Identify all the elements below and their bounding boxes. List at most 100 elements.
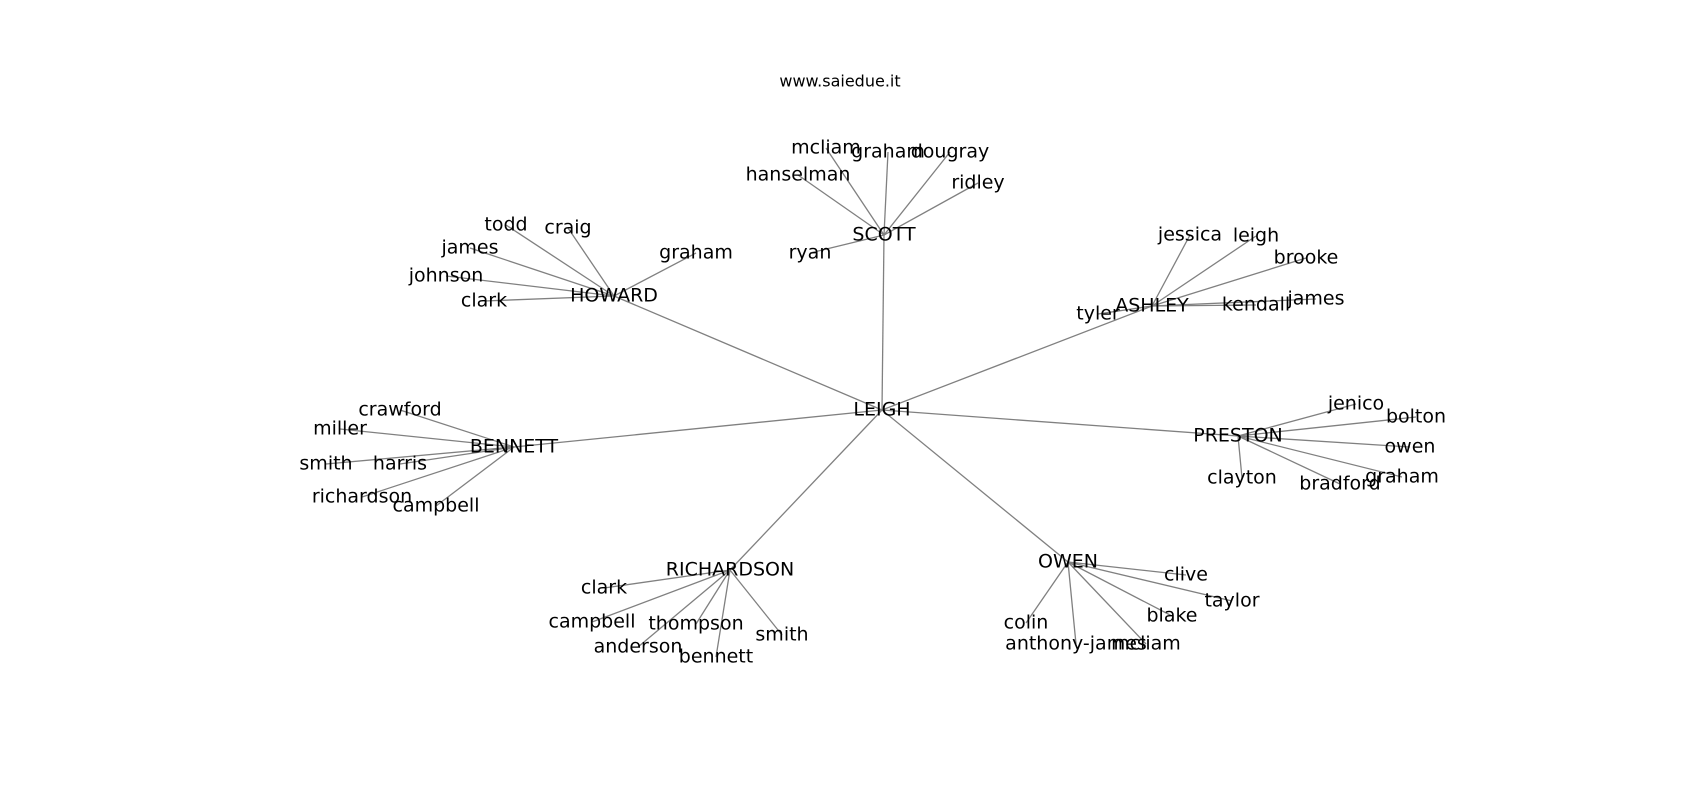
edge-richardson-anderson: [637, 569, 731, 648]
edge-owen-clive: [1067, 561, 1187, 576]
node-leaf-bennett-smith: smith: [299, 453, 352, 475]
node-leaf-bennett-crawford: crawford: [358, 399, 441, 421]
edge-bennett-crawford: [399, 409, 515, 448]
node-group-owen: OWEN: [1038, 551, 1098, 573]
edge-scott-ridley: [883, 182, 979, 236]
node-leaf-ashley-leigh: leigh: [1233, 225, 1279, 247]
node-leaf-richardson-anderson: anderson: [594, 636, 683, 658]
edge-owen-blake: [1067, 561, 1173, 617]
node-leaf-bennett-campbell: campbell: [393, 495, 480, 517]
edge-howard-johnson: [445, 275, 615, 297]
node-leaf-howard-craig: craig: [544, 217, 591, 239]
edge-root-scott: [881, 234, 885, 411]
edge-preston-owen: [1237, 435, 1411, 448]
node-leaf-scott-dougray: dougray: [911, 141, 990, 163]
edge-root-owen: [881, 409, 1069, 563]
node-root: LEIGH: [853, 399, 910, 421]
node-leaf-preston-bradford: bradford: [1299, 473, 1380, 495]
node-leaf-scott-ryan: ryan: [789, 242, 832, 264]
node-leaf-scott-mcliam: mcliam: [791, 137, 861, 159]
edge-owen-anthony-james: [1067, 561, 1077, 645]
node-leaf-preston-jenico: jenico: [1327, 393, 1384, 415]
edge-preston-graham: [1237, 435, 1403, 478]
node-leaf-howard-johnson: johnson: [408, 265, 484, 287]
edge-richardson-thompson: [695, 569, 731, 625]
edge-ashley-leigh: [1151, 235, 1257, 307]
node-leaf-richardson-campbell: campbell: [549, 611, 636, 633]
edge-ashley-kendall: [1151, 304, 1257, 307]
edge-howard-james: [469, 247, 615, 297]
edge-owen-mcliam: [1067, 561, 1147, 645]
edge-bennett-campbell: [435, 446, 515, 507]
node-leaf-bennett-miller: miller: [313, 418, 367, 440]
node-leaf-howard-james: james: [440, 237, 498, 259]
node-leaf-owen-clive: clive: [1164, 564, 1208, 586]
node-leaf-preston-bolton: bolton: [1386, 406, 1446, 428]
edge-bennett-harris: [399, 446, 515, 465]
edge-howard-graham: [613, 252, 697, 297]
watermark: www.saiedue.it: [779, 72, 900, 91]
edge-howard-todd: [505, 224, 615, 297]
edge-bennett-miller: [339, 428, 515, 448]
edge-root-richardson: [729, 409, 883, 571]
node-leaf-ashley-kendall: kendall: [1222, 294, 1290, 316]
node-group-preston: PRESTON: [1193, 425, 1283, 447]
edge-howard-craig: [567, 227, 615, 297]
node-leaf-preston-owen: owen: [1385, 436, 1436, 458]
edge-ashley-tyler: [1097, 305, 1153, 315]
node-leaf-bennett-harris: harris: [373, 453, 427, 475]
edge-ashley-jessica: [1151, 234, 1191, 307]
node-leaf-richardson-smith: smith: [755, 624, 808, 646]
node-leaf-ashley-tyler: tyler: [1076, 303, 1120, 325]
node-leaf-owen-mcliam: mcliam: [1111, 633, 1181, 655]
node-leaf-preston-clayton: clayton: [1207, 467, 1277, 489]
edge-bennett-smith: [325, 446, 515, 465]
node-leaf-bennett-richardson: richardson: [312, 486, 412, 508]
edge-howard-clark: [483, 295, 615, 302]
node-leaf-richardson-bennett: bennett: [679, 646, 753, 668]
node-leaf-howard-todd: todd: [484, 214, 527, 236]
edge-ashley-brooke: [1151, 257, 1307, 307]
node-leaf-ashley-james: james: [1286, 288, 1344, 310]
node-leaf-owen-blake: blake: [1147, 605, 1198, 627]
edge-richardson-smith: [729, 569, 783, 636]
edge-richardson-clark: [603, 569, 731, 589]
edge-owen-taylor: [1067, 561, 1233, 602]
node-group-howard: HOWARD: [570, 285, 658, 307]
node-leaf-scott-hanselman: hanselman: [746, 164, 851, 186]
node-group-ashley: ASHLEY: [1115, 295, 1189, 317]
node-leaf-howard-clark: clark: [461, 290, 507, 312]
edge-preston-bradford: [1237, 435, 1341, 485]
node-leaf-preston-graham: graham: [1365, 466, 1439, 488]
edge-preston-jenico: [1237, 403, 1357, 437]
edge-scott-ryan: [809, 234, 885, 254]
node-leaf-richardson-thompson: thompson: [648, 613, 743, 635]
node-leaf-owen-anthony-james: anthony-james: [1005, 633, 1147, 655]
node-leaf-owen-taylor: taylor: [1204, 590, 1259, 612]
edge-scott-mcliam: [825, 147, 885, 236]
node-leaf-ashley-jessica: jessica: [1157, 224, 1222, 246]
edge-root-ashley: [881, 305, 1153, 411]
edge-scott-dougray: [883, 151, 951, 236]
node-group-richardson: RICHARDSON: [666, 559, 794, 581]
edge-richardson-campbell: [591, 569, 731, 623]
edge-root-preston: [881, 409, 1239, 437]
edge-bennett-richardson: [361, 446, 515, 498]
edges-layer: [325, 147, 1417, 658]
node-leaf-richardson-clark: clark: [581, 577, 627, 599]
labels-layer: LEIGH SCOTT mcliam graham dougray hanselman ri…: [299, 137, 1446, 668]
node-group-bennett: BENNETT: [470, 436, 559, 458]
edge-owen-colin: [1025, 561, 1069, 624]
edge-root-howard: [613, 295, 883, 411]
node-group-scott: SCOTT: [852, 224, 916, 246]
edge-ashley-james: [1151, 298, 1317, 307]
node-leaf-owen-colin: colin: [1004, 612, 1049, 634]
edge-root-bennett: [513, 409, 883, 448]
node-leaf-howard-graham: graham: [659, 242, 733, 264]
edge-richardson-bennett: [715, 569, 731, 658]
node-leaf-scott-ridley: ridley: [951, 172, 1004, 194]
edge-scott-hanselman: [797, 174, 885, 236]
edge-preston-bolton: [1237, 416, 1417, 437]
edge-scott-graham: [883, 151, 889, 236]
